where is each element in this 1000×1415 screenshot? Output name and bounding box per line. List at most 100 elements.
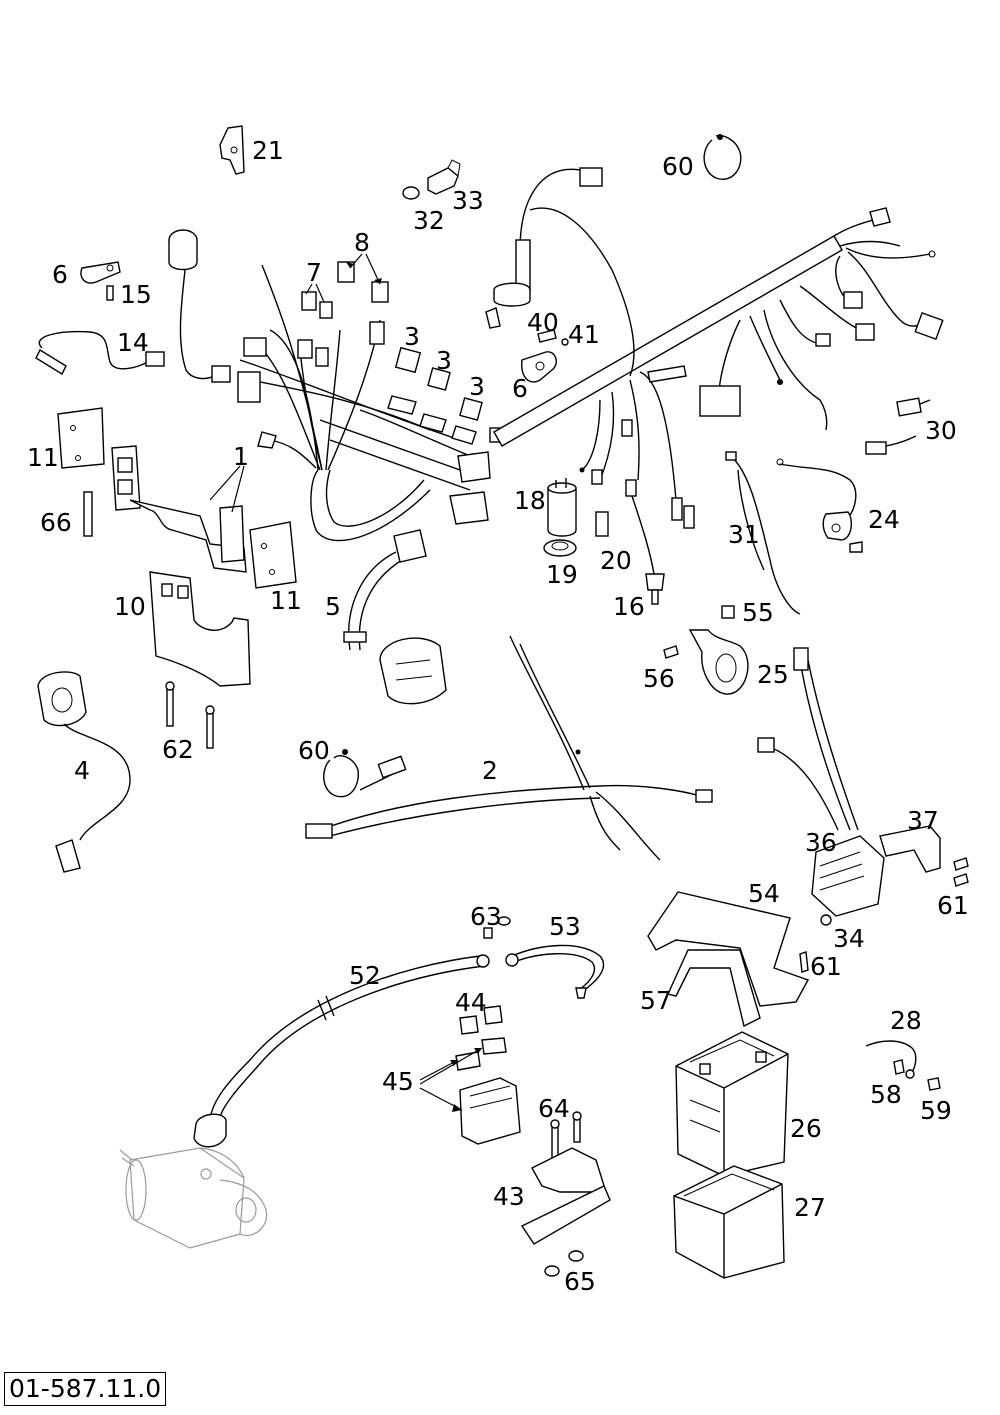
label-6-left: 6 [52,260,68,289]
label-25: 25 [757,660,789,689]
label-11-right: 11 [270,586,302,615]
part-24-sensor [776,458,863,553]
label-28: 28 [890,1006,922,1035]
part-33-switch [427,159,461,195]
part-61-screws [953,857,969,887]
part-43-bracket [520,1147,611,1245]
part-65-bushings [544,1250,584,1277]
label-66: 66 [40,508,72,537]
starter-motor-ghost [119,1147,268,1249]
label-64: 64 [538,1094,570,1123]
part-28-ground-cable [865,1040,917,1079]
part-30-connector [865,397,931,455]
part-58-screw [893,1059,905,1075]
part-59-screw [927,1077,941,1091]
label-43: 43 [493,1182,525,1211]
label-56: 56 [643,664,675,693]
part-40-screw [537,329,557,343]
part-63-screw [483,916,511,939]
part-53-cable [505,944,605,999]
part-15-screw [106,285,114,301]
label-53: 53 [549,912,581,941]
label-26: 26 [790,1114,822,1143]
label-3a: 3 [404,322,420,351]
part-20-clip [595,511,609,537]
label-60-lower: 60 [298,736,330,765]
part-14-sensor [35,330,165,375]
part-11-plate-left [57,407,105,469]
part-55-nut [721,605,735,619]
part-36-regulator [757,647,885,917]
label-65: 65 [564,1267,596,1296]
part-5-handlebar-switch [343,529,447,705]
label-5: 5 [325,592,341,621]
diagram-reference-code: 01-587.11.0 [4,1372,167,1406]
label-2: 2 [482,756,498,785]
part-21-bracket [219,125,245,175]
part-10-shield [149,571,251,687]
part-31-wire [725,451,801,615]
label-10: 10 [114,592,146,621]
part-44-grommets [459,1005,503,1035]
label-21: 21 [252,136,284,165]
part-66-strip [83,491,93,537]
part-19-cap-holder [543,539,577,557]
label-3b: 3 [436,346,452,375]
label-14: 14 [117,328,149,357]
part-37-bracket [879,825,941,873]
part-ignition-coil [485,167,635,377]
label-24: 24 [868,505,900,534]
label-58: 58 [870,1080,902,1109]
part-60-cable-tie [703,134,742,180]
label-31: 31 [728,520,760,549]
label-1: 1 [233,442,249,471]
part-4-switch [37,671,131,873]
part-32-washer [402,186,420,200]
label-8: 8 [354,228,370,257]
label-61-right: 61 [937,891,969,920]
label-62: 62 [162,735,194,764]
label-55: 55 [742,598,774,627]
label-6-right: 6 [512,374,528,403]
part-26-battery [675,1031,789,1177]
label-57: 57 [640,986,672,1015]
label-61-lower: 61 [810,952,842,981]
part-45-relay [455,1037,521,1145]
part-6-clamp-left [80,261,121,284]
label-15: 15 [120,280,152,309]
label-52: 52 [349,961,381,990]
label-60-top: 60 [662,152,694,181]
label-32: 32 [413,206,445,235]
label-19: 19 [546,560,578,589]
label-11-left: 11 [27,443,59,472]
label-59: 59 [920,1096,952,1125]
label-41: 41 [568,320,600,349]
label-30: 30 [925,416,957,445]
part-60-cable-tie-lower [323,749,359,798]
part-57-strap [667,949,761,1028]
part-3-grommets [387,346,483,445]
label-20: 20 [600,546,632,575]
part-64-screws [550,1111,582,1159]
part-62-bolts [165,681,215,749]
label-18: 18 [514,486,546,515]
part-1-main-harness [237,261,507,542]
label-27: 27 [794,1193,826,1222]
part-18-capacitor [547,478,577,537]
part-main-tube [493,207,944,529]
part-pickup-coil [168,229,231,383]
part-25-horn [688,629,749,695]
part-bracket [111,445,247,573]
label-33: 33 [452,186,484,215]
label-34: 34 [833,924,865,953]
part-34-nut [820,914,832,926]
part-61-screw-lower [799,951,809,973]
part-56-screw [663,645,679,659]
label-16: 16 [613,592,645,621]
label-45: 45 [382,1067,414,1096]
label-44: 44 [455,988,487,1017]
label-3c: 3 [469,372,485,401]
